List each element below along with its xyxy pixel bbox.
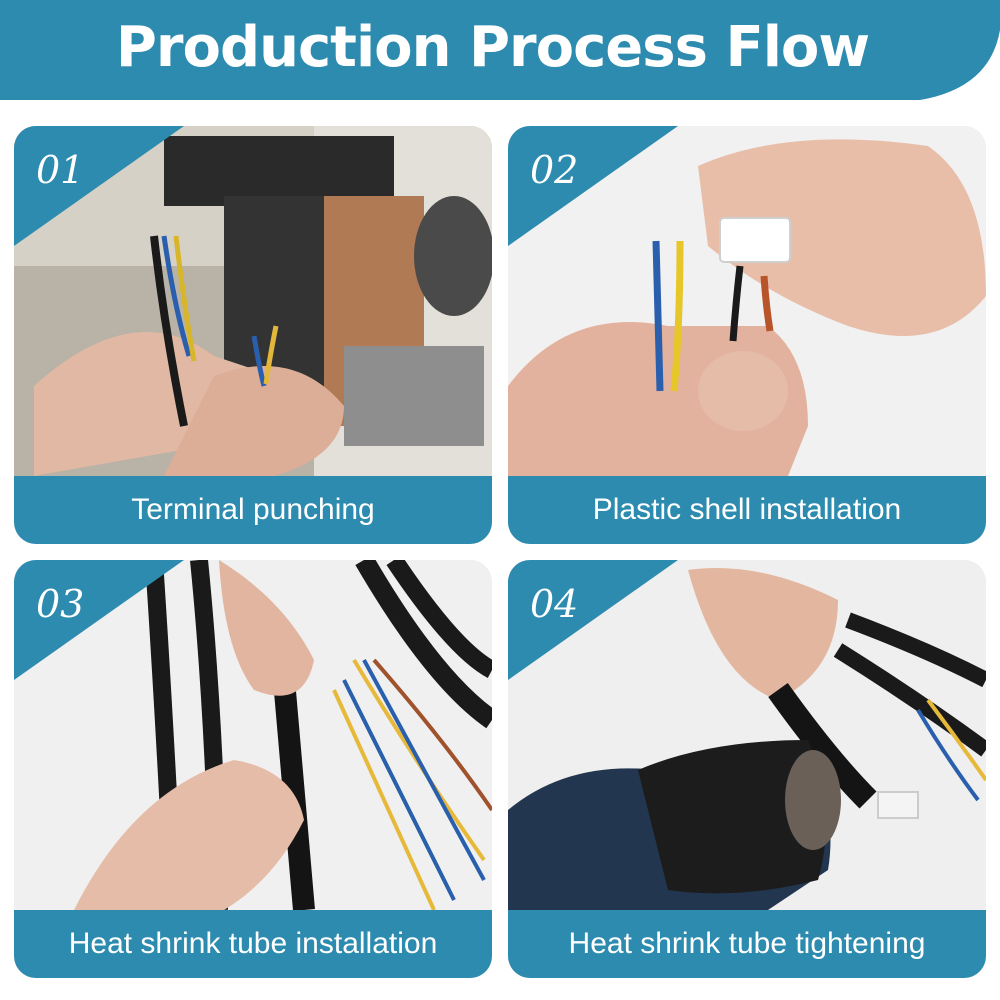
heat-shrink-tightening-photo: [508, 560, 986, 910]
step-number: 03: [36, 582, 85, 626]
step-number-corner: [14, 126, 184, 246]
plastic-shell-photo: [508, 126, 986, 476]
title-banner: Production Process Flow: [0, 0, 1000, 100]
step-card-02: 02 Plastic shell installation: [508, 126, 986, 544]
step-card-01: 01 Terminal punching: [14, 126, 492, 544]
step-caption: Terminal punching: [14, 476, 492, 544]
step-card-04: 04 Heat shrink tube tightening: [508, 560, 986, 978]
terminal-punching-photo: [14, 126, 492, 476]
step-caption: Heat shrink tube installation: [14, 910, 492, 978]
step-card-03: 03 Heat shrink tube installation: [14, 560, 492, 978]
step-caption: Plastic shell installation: [508, 476, 986, 544]
step-number-corner: [508, 126, 678, 246]
step-number: 04: [530, 582, 579, 626]
step-caption: Heat shrink tube tightening: [508, 910, 986, 978]
step-number-corner: [508, 560, 678, 680]
step-number: 01: [36, 148, 85, 192]
page-title: Production Process Flow: [115, 15, 870, 80]
step-number: 02: [530, 148, 579, 192]
banner-shape: [0, 0, 1000, 100]
step-number-corner: [14, 560, 184, 680]
